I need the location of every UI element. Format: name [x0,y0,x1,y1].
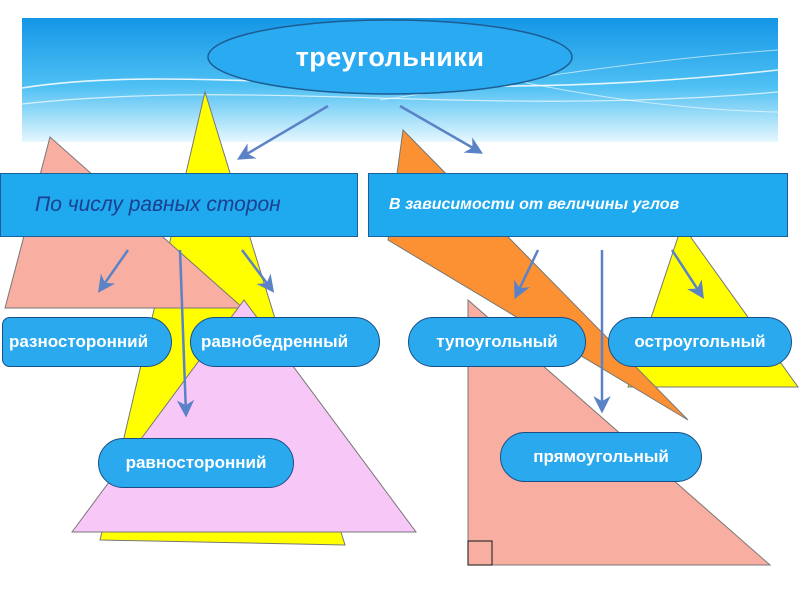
pill-acute: остроугольный [608,317,792,367]
pill-scalene: разносторонний [2,317,172,367]
title-oval-shape [207,19,573,95]
category-by-angles-label: В зависимости от величины углов [389,196,680,213]
right-angle-mark [467,540,493,566]
arrow-to-isosceles [241,249,275,293]
arrow-to-obtuse [514,249,540,300]
pill-equilateral: равносторонний [98,438,294,488]
connector-arrows [97,104,704,418]
pill-isosceles: равнобедренный [190,317,380,367]
arrow-to-scalene [97,249,130,293]
category-by-sides: По числу равных сторон [0,173,358,237]
category-by-sides-label: По числу равных сторон [35,193,281,216]
pill-obtuse: тупоугольный [408,317,586,367]
pill-right: прямоугольный [500,432,702,482]
arrow-to-equilateral [176,249,195,418]
arrow-to-acute [670,249,704,299]
arrow-title-to-sides [236,104,329,160]
category-by-angles: В зависимости от величины углов [368,173,788,237]
arrow-title-to-angles [399,104,484,154]
title: треугольники [295,41,485,72]
